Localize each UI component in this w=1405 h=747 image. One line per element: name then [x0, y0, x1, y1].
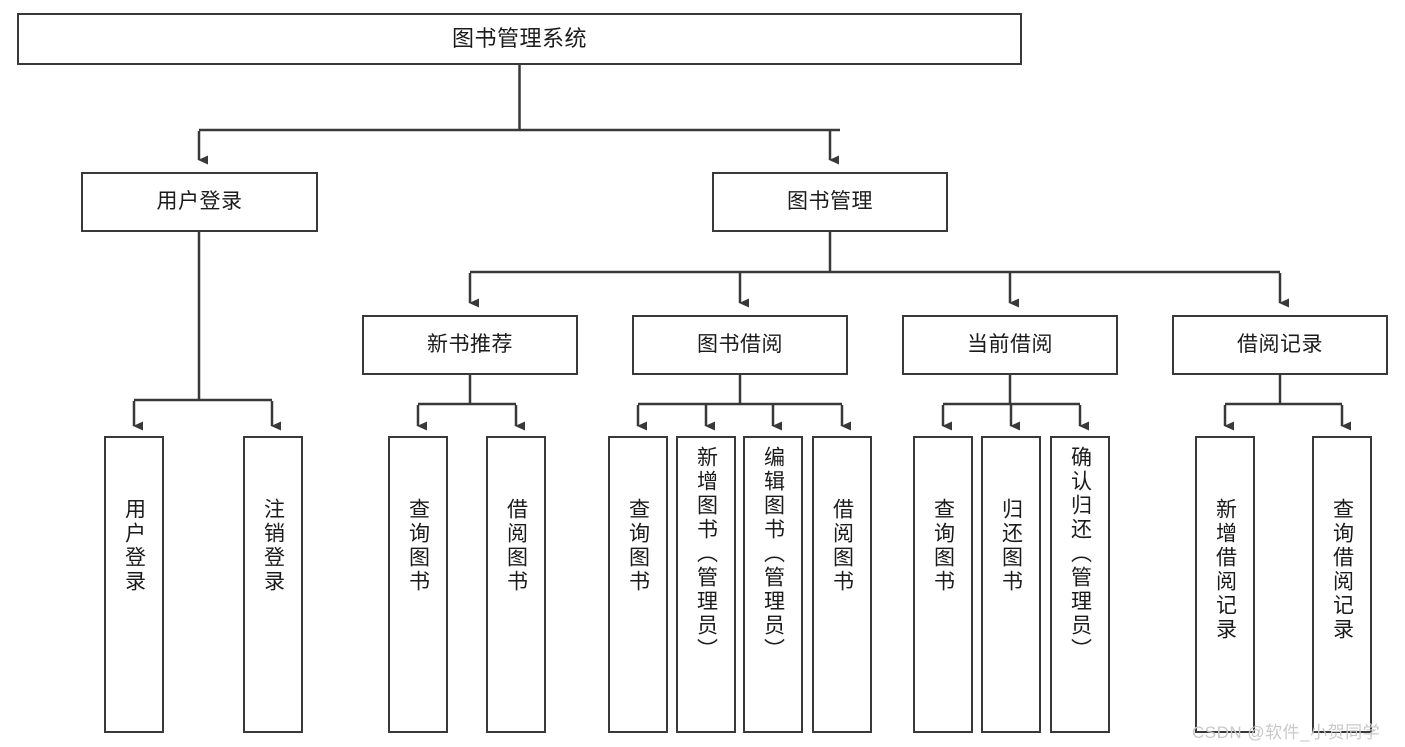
leaf-book-borrow-add-book-admin[interactable]: 新增图书（管理员） [676, 436, 736, 733]
node-root-book-management-system[interactable]: 图书管理系统 [17, 13, 1022, 65]
node-label: 新书推荐 [427, 332, 513, 356]
leaf-borrow-record-query-record[interactable]: 查询借阅记录 [1312, 436, 1372, 733]
leaf-new-book-query-book[interactable]: 查询图书 [388, 436, 448, 733]
leaf-book-borrow-borrow-book[interactable]: 借阅图书 [812, 436, 872, 733]
node-borrow-record[interactable]: 借阅记录 [1172, 315, 1388, 375]
leaf-current-borrow-return-book[interactable]: 归还图书 [981, 436, 1041, 733]
leaf-label: 借阅图书 [830, 498, 854, 594]
leaf-label: 用户登录 [122, 498, 146, 594]
node-label: 图书借阅 [697, 332, 783, 356]
leaf-label: 查询图书 [931, 498, 955, 594]
leaf-label: 归还图书 [999, 498, 1023, 594]
leaf-label: 借阅图书 [504, 498, 528, 594]
leaf-label: 新增借阅记录 [1213, 498, 1237, 642]
node-current-borrow[interactable]: 当前借阅 [902, 315, 1118, 375]
leaf-borrow-record-add-record[interactable]: 新增借阅记录 [1195, 436, 1255, 733]
node-label: 当前借阅 [967, 332, 1053, 356]
leaf-book-borrow-edit-book-admin[interactable]: 编辑图书（管理员） [743, 436, 803, 733]
node-label: 图书管理 [787, 189, 873, 213]
leaf-label: 注销登录 [261, 498, 285, 594]
leaf-label: 确认归还（管理员） [1068, 446, 1092, 662]
node-book-management[interactable]: 图书管理 [712, 172, 948, 232]
leaf-label: 新增图书（管理员） [694, 446, 718, 662]
leaf-current-borrow-confirm-return-admin[interactable]: 确认归还（管理员） [1050, 436, 1110, 733]
leaf-label: 编辑图书（管理员） [761, 446, 785, 662]
leaf-book-borrow-query-book[interactable]: 查询图书 [608, 436, 668, 733]
node-new-book-recommend[interactable]: 新书推荐 [362, 315, 578, 375]
csdn-watermark: CSDN @软件_小贺同学 [1192, 723, 1381, 742]
node-label: 用户登录 [156, 189, 243, 213]
leaf-label: 查询图书 [406, 498, 430, 594]
node-user-login[interactable]: 用户登录 [81, 172, 318, 232]
leaf-user-login-login[interactable]: 用户登录 [104, 436, 164, 733]
leaf-label: 查询图书 [626, 498, 650, 594]
leaf-current-borrow-query-book[interactable]: 查询图书 [913, 436, 973, 733]
node-book-borrow[interactable]: 图书借阅 [632, 315, 848, 375]
node-label: 图书管理系统 [451, 26, 587, 52]
leaf-user-login-logout[interactable]: 注销登录 [243, 436, 303, 733]
node-label: 借阅记录 [1237, 332, 1323, 356]
leaf-new-book-borrow-book[interactable]: 借阅图书 [486, 436, 546, 733]
leaf-label: 查询借阅记录 [1330, 498, 1354, 642]
